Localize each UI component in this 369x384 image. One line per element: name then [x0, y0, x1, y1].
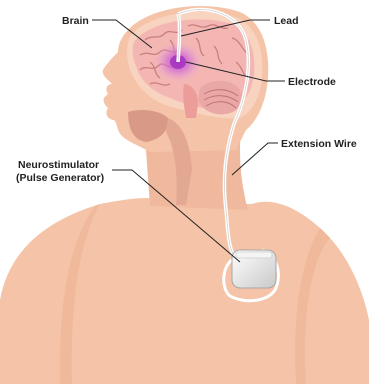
label-electrode: Electrode: [288, 76, 336, 88]
torso: [0, 198, 369, 384]
label-extension-wire: Extension Wire: [281, 138, 357, 150]
label-brain: Brain: [62, 15, 89, 27]
label-neurostimulator: Neurostimulator: [18, 159, 99, 171]
label-pulse-generator: (Pulse Generator): [16, 172, 104, 184]
label-lead: Lead: [274, 15, 299, 27]
device-header: [236, 252, 272, 258]
